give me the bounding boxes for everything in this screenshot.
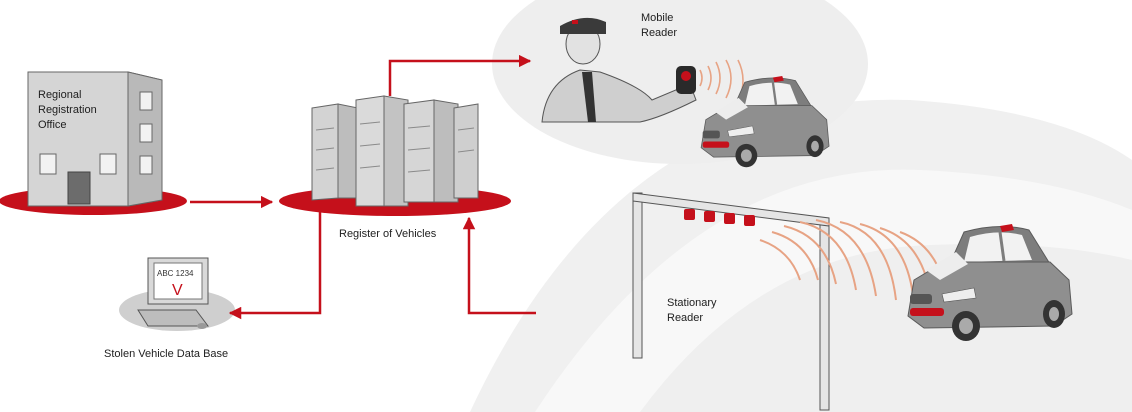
regional-office-label: Regional Registration Office <box>38 89 97 131</box>
register-to-mobile-arrow <box>388 54 532 96</box>
police-officer-icon <box>541 17 697 123</box>
monitor-plate-text: ABC 1234 <box>157 269 194 278</box>
register-to-database-arrow <box>228 212 322 320</box>
stationary-to-register-arrow <box>462 216 536 315</box>
register-label: Register of Vehicles <box>339 228 437 240</box>
server-rack-icon <box>311 95 479 207</box>
stolen-db-label: Stolen Vehicle Data Base <box>104 348 229 360</box>
stationary-reader-label: Stationary Reader <box>667 297 717 324</box>
gantry-icon <box>632 192 830 411</box>
mobile-reader-label: Mobile Reader <box>641 12 678 39</box>
building-icon <box>27 71 163 207</box>
computer-monitor-icon <box>137 257 209 329</box>
monitor-check-mark: V <box>172 282 183 299</box>
